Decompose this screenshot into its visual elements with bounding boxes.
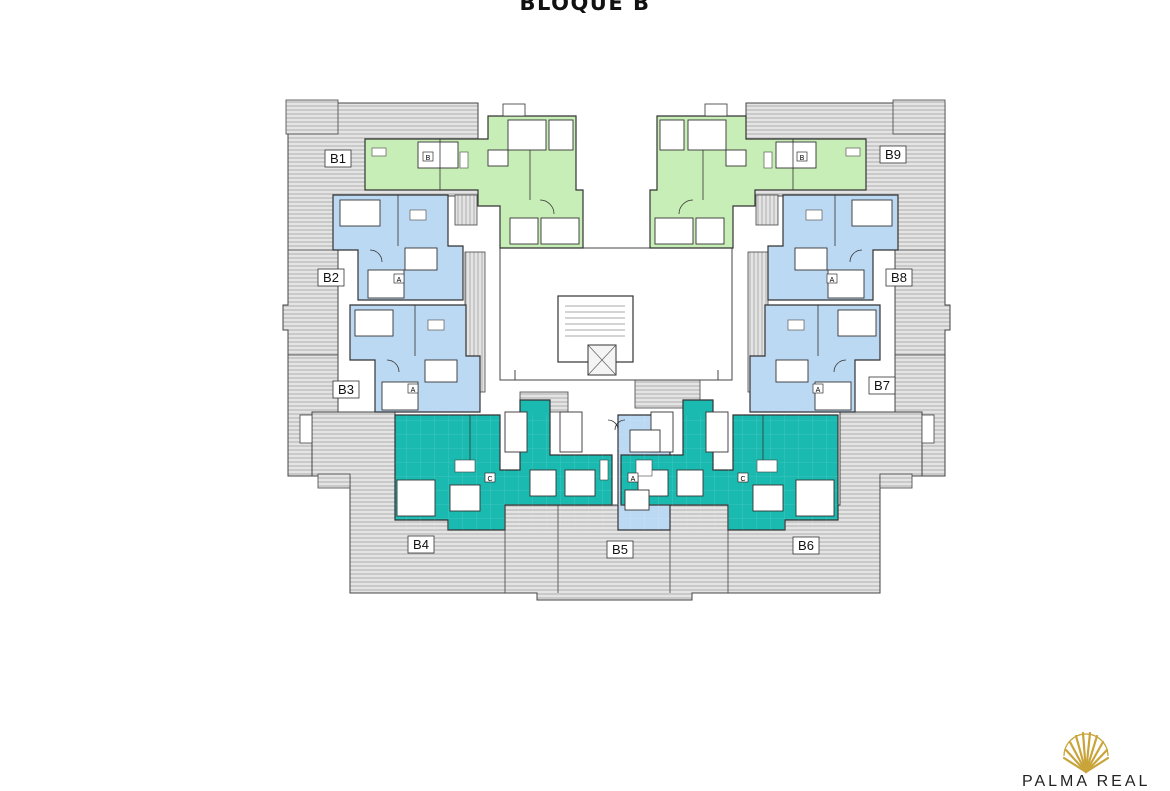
unit-label-b1: B1 bbox=[330, 151, 346, 166]
unit-label-b7: B7 bbox=[874, 378, 890, 393]
unit-label-b6: B6 bbox=[798, 538, 814, 553]
logo-wordmark: PALMA REAL bbox=[1022, 773, 1151, 790]
page-title: BLOQUE B bbox=[519, 0, 651, 15]
interior-rooms bbox=[339, 119, 893, 517]
partitions bbox=[369, 139, 863, 470]
unit-label-b2: B2 bbox=[323, 270, 339, 285]
type-mark-a: A bbox=[830, 277, 835, 284]
type-mark-a: A bbox=[397, 277, 402, 284]
unit-label-b9: B9 bbox=[885, 147, 901, 162]
type-mark-c: C bbox=[740, 476, 745, 483]
unit-label-b4: B4 bbox=[413, 537, 429, 552]
unit-label-b3: B3 bbox=[338, 382, 354, 397]
unit-label-b5: B5 bbox=[612, 542, 628, 557]
unit-labels: B1 B2 B3 B4 B5 B6 B7 B8 B9 bbox=[317, 145, 913, 559]
type-marks: B B A A A A C C A bbox=[393, 151, 838, 483]
furniture bbox=[371, 147, 861, 481]
type-mark-b: B bbox=[426, 155, 431, 162]
type-mark-c: C bbox=[487, 476, 492, 483]
palm-leaf-icon bbox=[1062, 731, 1110, 774]
unit-label-b8: B8 bbox=[891, 270, 907, 285]
type-mark-b: B bbox=[800, 155, 805, 162]
type-mark-a: A bbox=[816, 387, 821, 394]
central-core bbox=[499, 247, 733, 381]
type-mark-a: A bbox=[411, 387, 416, 394]
type-mark-a: A bbox=[631, 476, 636, 483]
